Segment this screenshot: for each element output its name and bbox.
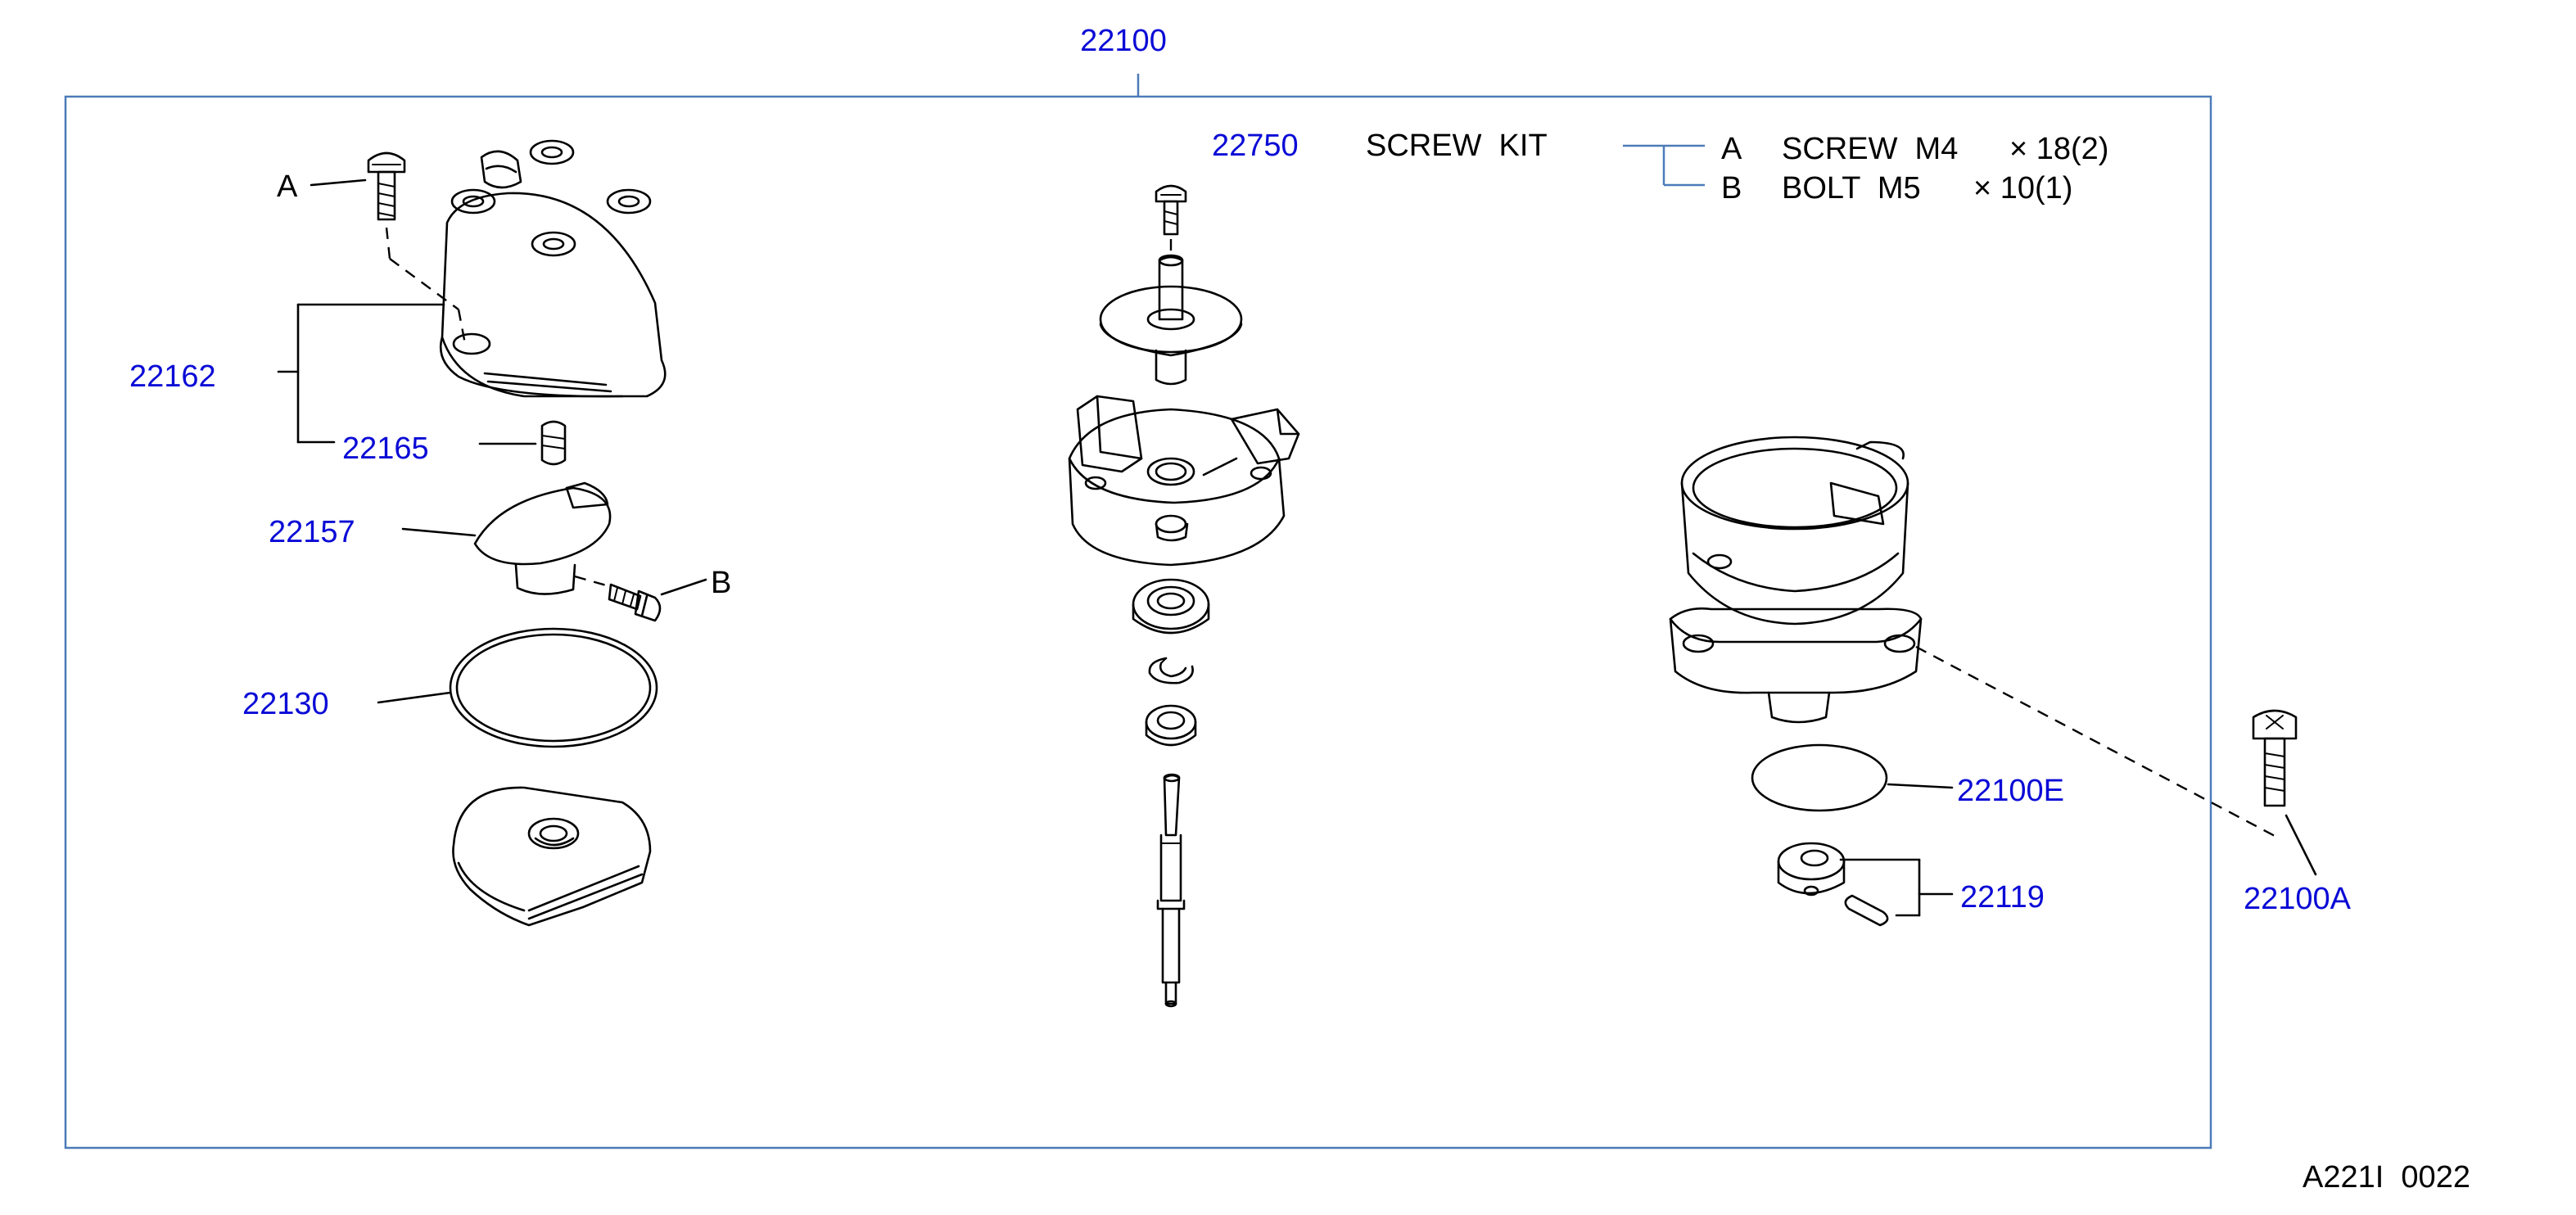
callout-22100a-leader <box>2285 814 2317 876</box>
screw-kit-item-a-qty: × 18(2) <box>2009 132 2108 166</box>
o-ring-drawing <box>449 627 658 748</box>
callout-a-label: A <box>277 169 298 204</box>
rotor-drawing <box>473 481 612 595</box>
screw-kit-item-b-key: B <box>1721 171 1742 206</box>
bearing-drawing <box>1132 578 1210 635</box>
screw-kit-item-a-desc: SCREW M4 <box>1782 132 1958 166</box>
callout-22157-leader <box>401 527 477 537</box>
part-22119-label[interactable]: 22119 <box>1960 880 2045 915</box>
screw-kit-item-b-desc: BOLT M5 <box>1782 171 1921 206</box>
screw-kit-item-b-qty: × 10(1) <box>1973 171 2072 206</box>
bolt-b-drawing <box>608 583 662 622</box>
callout-b-leader <box>660 578 707 596</box>
middle-screw-drawing <box>1155 184 1187 257</box>
part-22130-label[interactable]: 22130 <box>242 687 329 721</box>
part-22100A-label[interactable]: 22100A <box>2244 882 2352 916</box>
collar-drawing <box>1145 704 1197 747</box>
screw-kit-item-a-key: A <box>1721 132 1742 166</box>
part-22100E-label[interactable]: 22100E <box>1957 774 2064 808</box>
part-22100-label[interactable]: 22100 <box>1080 24 1167 58</box>
ignition-module-drawing <box>1068 395 1300 567</box>
callout-22100e-leader <box>1887 783 1954 789</box>
distributor-cap-drawing <box>439 139 667 398</box>
callout-22162-bracket <box>277 303 445 444</box>
carbon-point-drawing <box>540 420 567 466</box>
part-22162-label[interactable]: 22162 <box>129 359 216 394</box>
distributor-housing-drawing <box>1669 436 1923 724</box>
callout-22119-bracket <box>1839 858 1954 917</box>
callout-b-label: B <box>711 566 731 600</box>
part-22165-label[interactable]: 22165 <box>342 431 429 466</box>
housing-bolt-drawing <box>2252 709 2298 807</box>
part-22157-label[interactable]: 22157 <box>269 515 355 549</box>
screw-kit-bracket <box>1623 144 1705 187</box>
seal-drawing <box>1751 743 1888 812</box>
screw-kit-title: SCREW KIT <box>1366 129 1548 163</box>
callout-a-leader <box>310 178 367 187</box>
collar-pin-drawing <box>1777 842 1889 927</box>
dust-shield-drawing <box>452 786 652 927</box>
governor-plate-drawing <box>1099 254 1243 386</box>
part-22750-label[interactable]: 22750 <box>1212 129 1299 163</box>
snap-ring-drawing <box>1148 657 1194 684</box>
callout-22130-leader <box>377 691 452 704</box>
housing-bolt-dashed-leader <box>1915 645 2277 838</box>
main-shaft-drawing <box>1156 773 1186 1008</box>
drawing-code: A221I 0022 <box>2303 1160 2470 1195</box>
screw-a-drawing <box>367 151 467 345</box>
